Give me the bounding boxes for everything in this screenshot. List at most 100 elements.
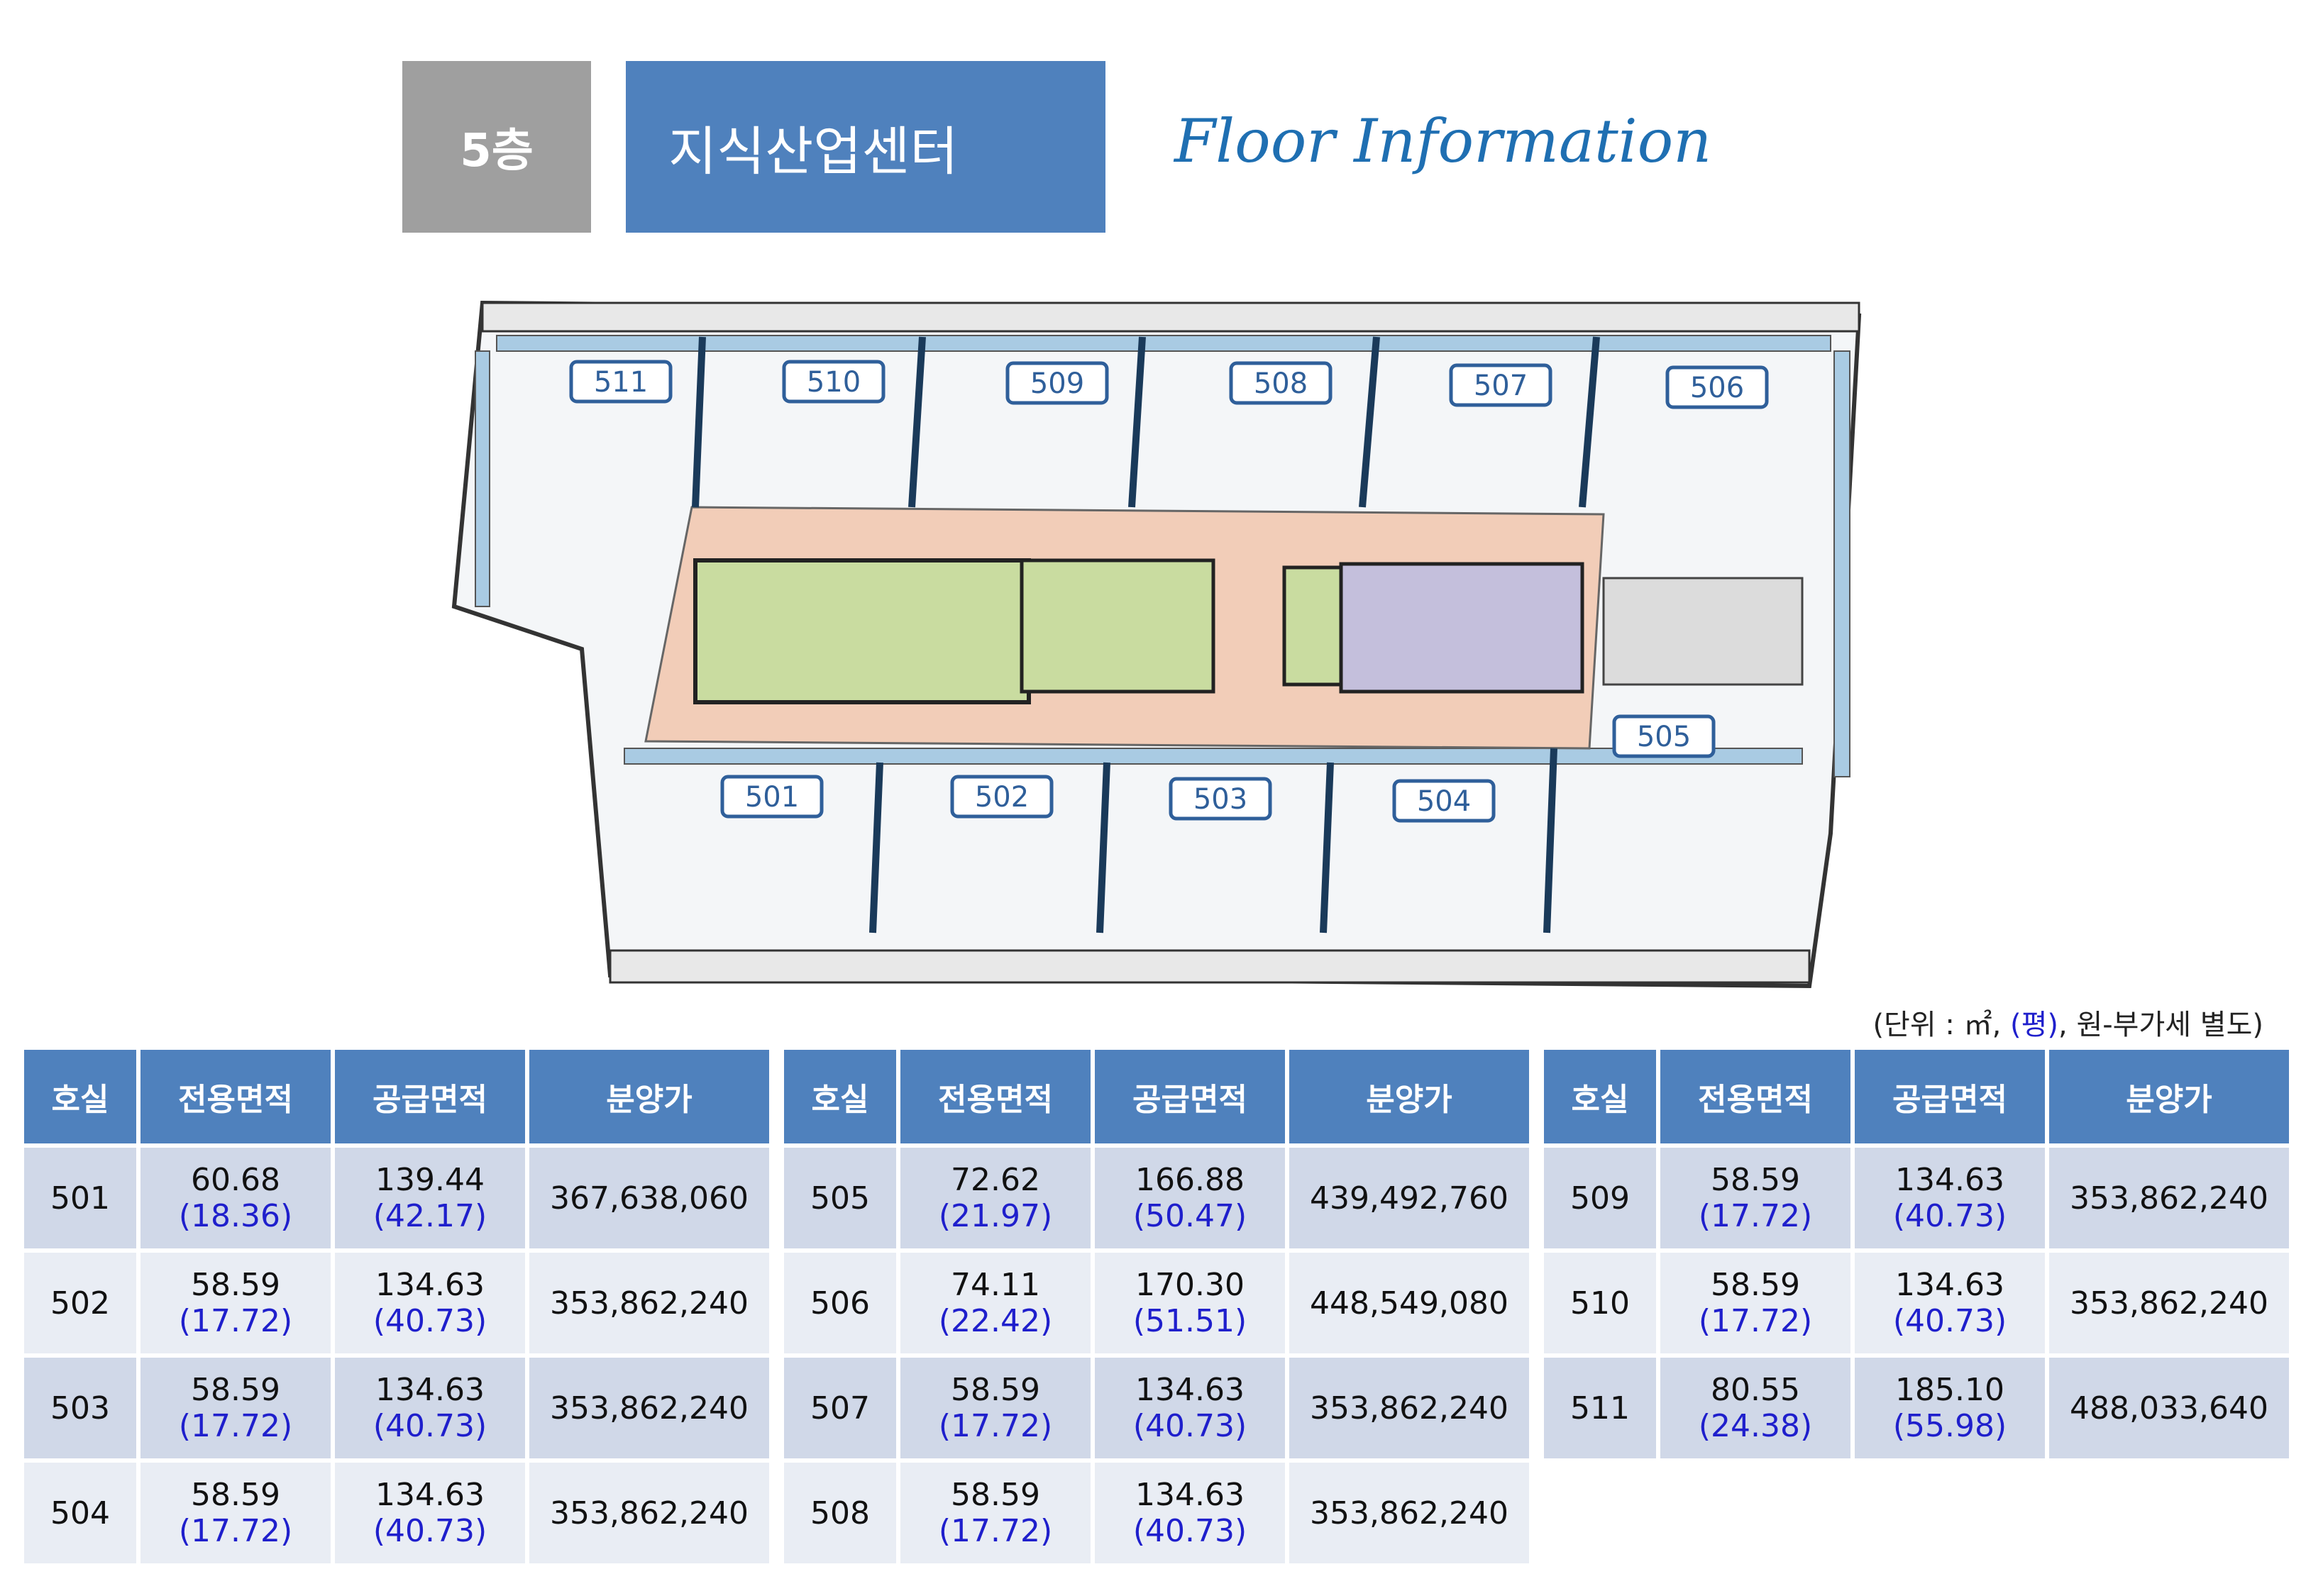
exclusive-area-cell-pyeong: (17.72) [178,1513,293,1549]
table-header-cell: 호실 [784,1050,896,1143]
table-header-cell: 호실 [1544,1050,1656,1143]
price-cell: 367,638,060 [529,1148,769,1248]
supply-area-cell: 134.63(40.73) [335,1358,525,1458]
plan-label-502: 502 [950,775,1054,819]
unit-note: (단위 : ㎡, (평), 원-부가세 별도) [1872,1002,2263,1043]
plan-label-511: 511 [569,360,673,404]
room-cell: 501 [24,1148,136,1248]
exclusive-area-cell-pyeong: (17.72) [178,1408,293,1444]
room-cell-value: 505 [810,1180,870,1217]
exclusive-area-cell-value: 58.59 [191,1477,280,1513]
room-cell-value: 508 [810,1495,870,1531]
exclusive-area-cell-pyeong: (22.42) [938,1303,1053,1339]
plan-label-505: 505 [1612,714,1716,758]
supply-area-cell-pyeong: (40.73) [373,1303,487,1339]
exclusive-area-cell-value: 58.59 [191,1372,280,1408]
price-cell: 353,862,240 [529,1358,769,1458]
unit-note-pyeong: (평) [2010,1009,2059,1041]
room-cell: 502 [24,1253,136,1353]
room-cell: 503 [24,1358,136,1458]
room-cell-value: 503 [50,1390,110,1426]
exclusive-area-cell-value: 58.59 [191,1267,280,1303]
plan-label-506-text: 506 [1690,372,1744,404]
price-cell: 353,862,240 [1289,1358,1529,1458]
exclusive-area-cell-pyeong: (24.38) [1698,1408,1813,1444]
price-cell: 353,862,240 [1289,1463,1529,1563]
exclusive-area-cell-pyeong: (18.36) [178,1198,293,1234]
exclusive-area-cell-value: 58.59 [1711,1162,1800,1198]
plan-label-509: 509 [1005,361,1109,405]
lavender-area [1339,562,1584,694]
exclusive-area-cell-value: 80.55 [1711,1372,1800,1408]
price-cell: 353,862,240 [2049,1148,2289,1248]
supply-area-cell: 185.10(55.98) [1855,1358,2045,1458]
price-cell-value: 353,862,240 [550,1390,749,1426]
price-cell: 448,549,080 [1289,1253,1529,1353]
price-cell-value: 448,549,080 [1310,1285,1508,1321]
supply-area-cell: 170.30(51.51) [1095,1253,1285,1353]
table-row: 503 58.59(17.72) 134.63(40.73) 353,862,240 [24,1358,769,1458]
supply-area-cell: 134.63(40.73) [335,1463,525,1563]
supply-area-cell-pyeong: (40.73) [1132,1513,1247,1549]
room-cell-value: 504 [50,1495,110,1531]
floor-badge: 5층 [402,61,591,233]
floor-plan: 511 510 509 508 507 506 505 501 502 503 … [451,300,1862,989]
price-cell-value: 439,492,760 [1310,1180,1508,1217]
supply-area-cell-value: 134.63 [1895,1267,2004,1303]
unit-note-suffix: , 원-부가세 별도) [2058,1009,2263,1041]
right-hallway [1602,577,1804,686]
supply-area-cell: 134.63(40.73) [1855,1253,2045,1353]
plan-label-501: 501 [720,775,824,819]
exclusive-area-cell-pyeong: (17.72) [1698,1198,1813,1234]
supply-area-cell-pyeong: (40.73) [373,1513,487,1549]
bottom-facade [609,949,1811,984]
supply-area-cell: 166.88(50.47) [1095,1148,1285,1248]
exclusive-area-cell-value: 74.11 [951,1267,1040,1303]
plan-label-506: 506 [1665,365,1769,409]
exclusive-area-cell: 58.59(17.72) [1660,1148,1850,1248]
core-room-1 [693,558,1031,704]
supply-area-cell-pyeong: (55.98) [1892,1408,2007,1444]
plan-label-507-text: 507 [1474,370,1528,402]
room-cell: 507 [784,1358,896,1458]
exclusive-area-cell-value: 60.68 [191,1162,280,1198]
price-cell-value: 353,862,240 [2070,1180,2268,1217]
price-cell: 353,862,240 [2049,1253,2289,1353]
room-cell-value: 502 [50,1285,110,1321]
table-header-cell: 분양가 [529,1050,769,1143]
supply-area-cell-value: 134.63 [1135,1477,1245,1513]
plan-label-501-text: 501 [745,781,799,814]
room-cell: 509 [1544,1148,1656,1248]
supply-area-cell-pyeong: (42.17) [373,1198,487,1234]
exclusive-area-cell: 58.59(17.72) [140,1463,331,1563]
plan-label-510-text: 510 [807,366,861,399]
exclusive-area-cell: 58.59(17.72) [1660,1253,1850,1353]
price-cell-value: 367,638,060 [550,1180,749,1217]
supply-area-cell-pyeong: (50.47) [1132,1198,1247,1234]
plan-label-502-text: 502 [975,781,1029,814]
right-wing-window [1833,350,1850,777]
room-cell: 506 [784,1253,896,1353]
table-header-cell: 공급면적 [1855,1050,2045,1143]
table-header-cell: 분양가 [2049,1050,2289,1143]
supply-area-cell-pyeong: (40.73) [1892,1198,2007,1234]
room-cell-value: 509 [1570,1180,1630,1217]
supply-area-cell-value: 134.63 [375,1267,485,1303]
plan-label-508-text: 508 [1254,367,1308,400]
exclusive-area-cell: 74.11(22.42) [900,1253,1091,1353]
price-cell: 439,492,760 [1289,1148,1529,1248]
exclusive-area-cell-pyeong: (21.97) [938,1198,1053,1234]
exclusive-area-cell-value: 58.59 [951,1477,1040,1513]
exclusive-area-cell-value: 58.59 [1711,1267,1800,1303]
price-cell-value: 353,862,240 [550,1495,749,1531]
